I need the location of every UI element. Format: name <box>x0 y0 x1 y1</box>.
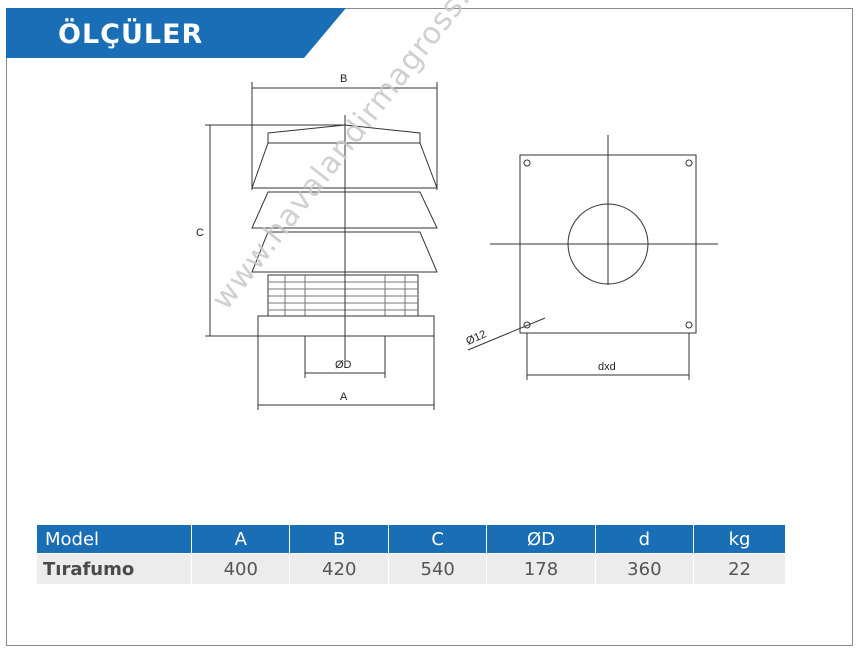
hole-br <box>685 321 693 329</box>
cell-a: 400 <box>191 553 291 584</box>
header-c: C <box>388 525 488 554</box>
header-banner-shape <box>6 8 346 58</box>
cap-top <box>267 124 421 144</box>
header-kg: kg <box>693 525 786 554</box>
section-title: ÖLÇÜLER <box>58 19 204 50</box>
spec-header-row: Model A B C ØD d kg <box>37 525 786 554</box>
base-plate <box>257 315 435 337</box>
hole-bl <box>523 321 531 329</box>
cell-kg: 22 <box>693 553 786 584</box>
label-c: C <box>196 227 204 239</box>
header-a: A <box>191 525 291 554</box>
cell-d: 178 <box>486 553 596 584</box>
label-b: B <box>340 73 347 85</box>
cell-d-small: 360 <box>595 553 695 584</box>
section-header: ÖLÇÜLER <box>6 8 346 58</box>
hole-tl <box>523 159 531 167</box>
hole-tr <box>685 159 693 167</box>
header-model: Model <box>37 525 192 554</box>
cell-model: Tırafumo <box>37 553 192 584</box>
label-a: A <box>340 391 348 403</box>
header-d-small: d <box>595 525 695 554</box>
hole-leader <box>467 317 546 351</box>
header-b: B <box>289 525 389 554</box>
cell-b: 420 <box>289 553 389 584</box>
header-d: ØD <box>486 525 596 554</box>
cell-c: 540 <box>388 553 488 584</box>
label-dxd: dxd <box>598 361 616 373</box>
spec-table: Model A B C ØD d kg Tırafumo 400 420 540… <box>37 525 786 584</box>
table-row: Tırafumo 400 420 540 178 360 22 <box>37 553 786 584</box>
label-d: ØD <box>335 359 352 371</box>
label-hole: Ø12 <box>464 328 488 347</box>
